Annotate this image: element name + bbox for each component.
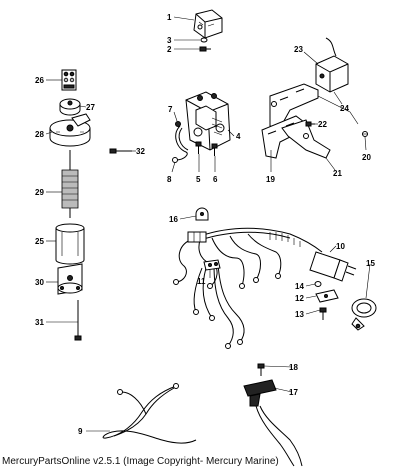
callout-24: 24 — [340, 104, 349, 113]
part-31-bolt[interactable] — [74, 300, 82, 341]
callout-19: 19 — [266, 175, 275, 184]
part-18-screw[interactable] — [257, 363, 265, 376]
callout-12: 12 — [295, 294, 304, 303]
part-1-solenoid-cover[interactable] — [193, 9, 223, 39]
callout-21: 21 — [333, 169, 342, 178]
callout-13: 13 — [295, 310, 304, 319]
part-32-through-bolt[interactable] — [109, 148, 132, 154]
part-23-relay[interactable] — [315, 37, 349, 93]
part-2-screw[interactable] — [199, 46, 211, 52]
callout-27: 27 — [86, 103, 95, 112]
part-27-brush-holder[interactable] — [59, 98, 81, 116]
callout-7: 7 — [168, 105, 173, 114]
callout-15: 15 — [366, 259, 375, 268]
callout-23: 23 — [294, 45, 303, 54]
callout-18: 18 — [289, 363, 298, 372]
part-17-switch-lead[interactable] — [243, 379, 303, 467]
callout-16: 16 — [169, 215, 178, 224]
callout-29: 29 — [35, 188, 44, 197]
callout-10: 10 — [336, 242, 345, 251]
callout-labels: 1 2 3 4 5 6 7 8 9 10 11 12 13 14 15 16 1… — [35, 13, 375, 436]
part-26-brush-kit[interactable] — [61, 69, 77, 91]
callout-22: 22 — [318, 120, 327, 129]
part-6-bolt[interactable] — [211, 143, 218, 156]
callout-30: 30 — [35, 278, 44, 287]
part-28-end-cap[interactable] — [49, 113, 91, 147]
part-3-washer[interactable] — [200, 37, 208, 43]
callout-5: 5 — [196, 175, 201, 184]
part-5-bolt[interactable] — [195, 141, 202, 154]
callout-4: 4 — [236, 132, 241, 141]
callout-17: 17 — [289, 388, 298, 397]
part-9-ground-wire[interactable] — [102, 383, 197, 444]
part-12-clamp[interactable] — [315, 289, 339, 303]
callout-25: 25 — [35, 237, 44, 246]
callout-8: 8 — [167, 175, 172, 184]
part-13-screw[interactable] — [319, 307, 327, 320]
part-25-housing[interactable] — [55, 223, 85, 265]
part-16-clamp[interactable] — [195, 207, 209, 221]
callout-2: 2 — [167, 45, 172, 54]
part-7-nut[interactable] — [175, 121, 181, 127]
callout-9: 9 — [78, 427, 83, 436]
callout-6: 6 — [213, 175, 218, 184]
callout-3: 3 — [167, 36, 172, 45]
callout-14: 14 — [295, 282, 304, 291]
leader-lines — [45, 16, 371, 432]
part-10-wiring-harness[interactable] — [173, 227, 357, 349]
callout-28: 28 — [35, 130, 44, 139]
part-14-washer[interactable] — [314, 281, 322, 287]
part-15-ignition-switch[interactable] — [351, 298, 377, 331]
part-8-ground-strap[interactable] — [172, 125, 189, 163]
copyright-footer: MercuryPartsOnline v2.5.1 (Image Copyrig… — [2, 456, 279, 467]
callout-31: 31 — [35, 318, 44, 327]
part-11-terminal-block[interactable] — [203, 259, 221, 271]
callout-32: 32 — [136, 147, 145, 156]
part-4-solenoid-assembly[interactable] — [185, 91, 231, 151]
part-30-drive-end-cap[interactable] — [57, 263, 83, 295]
callout-1: 1 — [167, 13, 172, 22]
callout-11: 11 — [197, 277, 206, 286]
callout-26: 26 — [35, 76, 44, 85]
part-20-nut[interactable] — [362, 131, 368, 137]
part-29-armature[interactable] — [61, 150, 79, 218]
callout-20: 20 — [362, 153, 371, 162]
